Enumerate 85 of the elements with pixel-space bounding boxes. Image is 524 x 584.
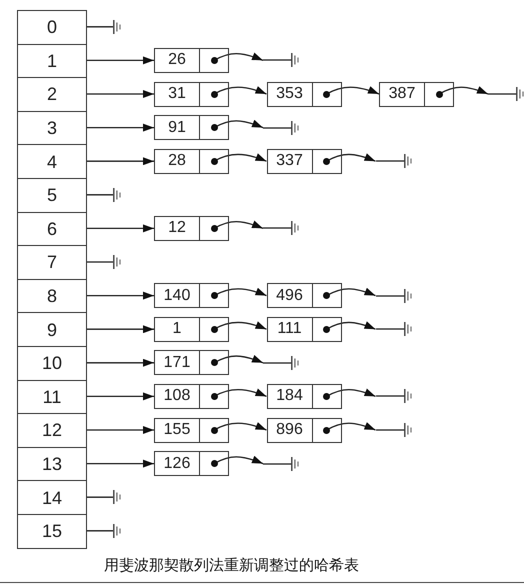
- node-value: 337: [276, 153, 303, 170]
- list-node: [266, 82, 342, 106]
- node-value: 387: [388, 86, 416, 102]
- list-node: [266, 418, 342, 442]
- slot-index: 5: [46, 186, 57, 204]
- connector-line: [87, 26, 113, 28]
- list-node: [154, 451, 229, 476]
- node-value: 91: [168, 120, 186, 136]
- node-value: 171: [164, 354, 190, 371]
- list-node: [154, 82, 229, 106]
- node-value: 353: [276, 86, 303, 102]
- hash-slot: [17, 212, 87, 246]
- connector-line: [87, 496, 113, 498]
- node-value: 496: [276, 288, 303, 304]
- slot-index: 8: [46, 287, 57, 306]
- list-node: [154, 316, 229, 342]
- list-node: [266, 148, 342, 174]
- hash-slot: [17, 312, 87, 347]
- node-value: 12: [168, 220, 186, 236]
- node-value: 26: [168, 52, 186, 68]
- hash-slot: [17, 480, 87, 515]
- hash-slot: [17, 514, 87, 549]
- list-node: [154, 115, 229, 140]
- hash-slot: [17, 144, 87, 179]
- list-node: [379, 82, 454, 106]
- node-value: 126: [164, 456, 190, 472]
- slot-index: 11: [42, 388, 62, 406]
- arrow: [87, 392, 154, 400]
- slot-index: 4: [46, 152, 57, 171]
- hash-slot: [17, 178, 87, 213]
- arrow: [87, 426, 154, 434]
- node-value: 28: [168, 153, 186, 170]
- hash-slot: [17, 446, 87, 482]
- list-node: [154, 350, 229, 376]
- list-node: [154, 418, 229, 442]
- node-value: 1: [172, 321, 182, 338]
- connector-line: [87, 530, 113, 532]
- slot-index: 0: [46, 18, 57, 36]
- list-node: [266, 316, 342, 342]
- hash-slot: [17, 77, 87, 112]
- node-value: 184: [276, 388, 303, 404]
- slot-index: 7: [46, 253, 57, 272]
- list-node: [154, 384, 229, 409]
- connector-line: [87, 261, 113, 263]
- node-value: 155: [164, 422, 190, 438]
- slot-index: 13: [42, 455, 62, 474]
- slot-index: 2: [46, 85, 57, 104]
- list-node: [154, 48, 229, 73]
- list-node: [154, 216, 229, 241]
- node-value: 108: [164, 388, 190, 404]
- list-node: [154, 283, 229, 308]
- slot-index: 9: [46, 320, 57, 339]
- hash-slot: [17, 413, 87, 448]
- arrow: [87, 460, 154, 468]
- node-value: 896: [276, 422, 303, 438]
- node-value: 31: [168, 86, 186, 102]
- hash-slot: [17, 346, 87, 381]
- list-node: [154, 148, 229, 174]
- slot-index: 15: [42, 522, 62, 540]
- list-node: [266, 384, 342, 409]
- caption: 用斐波那契散列法重新调整过的哈希表: [104, 557, 359, 576]
- arrow: [87, 56, 154, 64]
- arrow: [87, 90, 154, 98]
- list-node: [266, 283, 342, 308]
- slot-index: 3: [46, 119, 57, 138]
- slot-index: 14: [42, 488, 62, 507]
- arrow: [87, 224, 154, 232]
- slot-index: 6: [46, 220, 57, 238]
- arrow: [87, 358, 154, 367]
- hash-slot: [17, 380, 87, 414]
- hash-slot: [17, 44, 87, 78]
- arrow: [87, 292, 154, 300]
- arrow: [87, 325, 154, 334]
- hash-slot: [17, 110, 87, 146]
- slot-index: 10: [42, 354, 62, 372]
- hash-slot: [17, 278, 87, 314]
- slot-index: 1: [46, 52, 57, 70]
- arrow: [87, 157, 154, 166]
- node-value: 140: [164, 288, 190, 304]
- arrow: [87, 124, 154, 132]
- slot-index: 12: [42, 421, 62, 440]
- connector-line: [87, 194, 113, 196]
- hash-slot: [17, 10, 87, 45]
- hash-slot: [17, 245, 87, 280]
- node-value: 111: [277, 321, 302, 338]
